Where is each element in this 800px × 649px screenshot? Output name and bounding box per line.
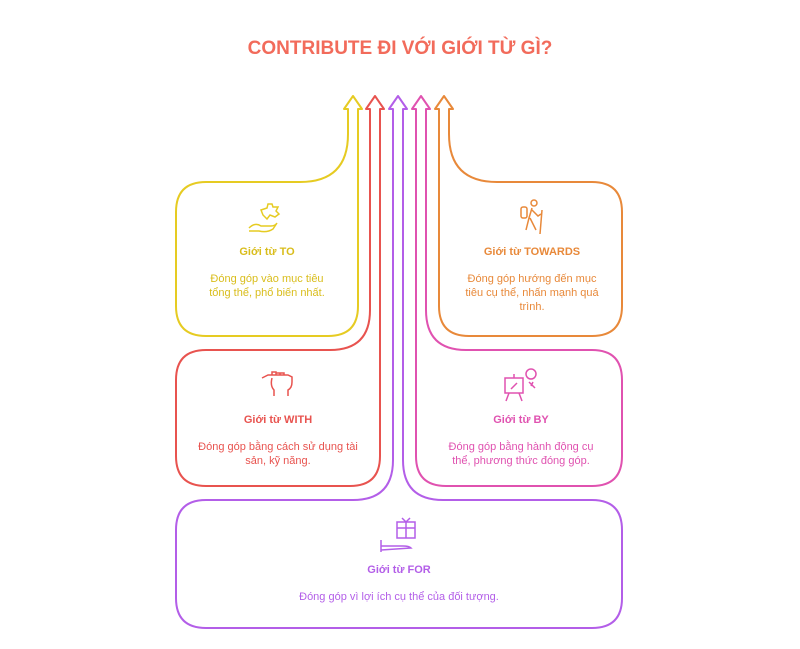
- card-by-text: Đóng góp bằng hành động cụ thể, phương t…: [448, 441, 594, 467]
- card-towards-text: Đóng góp hướng đến mục tiêu cụ thể, nhấn…: [465, 273, 599, 313]
- hand-gift-icon: [186, 516, 612, 556]
- diagram-title: CONTRIBUTE ĐI VỚI GIỚI TỪ GÌ?: [247, 38, 553, 59]
- card-to: Giới từ TO Đóng góp vào mục tiêu tổng th…: [186, 198, 348, 300]
- easel-painter-icon: [430, 366, 612, 406]
- card-with: Giới từ WITH Đóng góp bằng cách sử dụng …: [186, 366, 370, 468]
- to-arrow-outline: [175, 95, 363, 337]
- card-for-text: Đóng góp vì lợi ích cụ thể của đối tượng…: [299, 591, 499, 603]
- card-by: Giới từ BY Đóng góp bằng hành động cụ th…: [430, 366, 612, 468]
- card-with-text: Đóng góp bằng cách sử dụng tài sản, kỹ n…: [198, 441, 358, 467]
- for-arrow-outline: [175, 95, 623, 629]
- card-for-heading: Giới từ FOR: [367, 564, 431, 576]
- towards-arrow-outline: [434, 95, 623, 337]
- by-arrow-outline: [411, 95, 623, 487]
- card-with-heading: Giới từ WITH: [243, 414, 313, 426]
- card-by-heading: Giới từ BY: [493, 414, 549, 426]
- hand-puzzle-icon: [186, 198, 348, 238]
- card-for: Giới từ FOR Đóng góp vì lợi ích cụ thể c…: [186, 516, 612, 604]
- hand-brush-icon: [186, 366, 370, 406]
- card-towards: Giới từ TOWARDS Đóng góp hướng đến mục t…: [452, 198, 612, 314]
- hiker-icon: [452, 198, 612, 238]
- card-to-text: Đóng góp vào mục tiêu tổng thể, phổ biến…: [209, 273, 325, 299]
- card-to-heading: Giới từ TO: [239, 246, 295, 258]
- with-arrow-outline: [175, 95, 385, 487]
- card-towards-heading: Giới từ TOWARDS: [483, 246, 581, 258]
